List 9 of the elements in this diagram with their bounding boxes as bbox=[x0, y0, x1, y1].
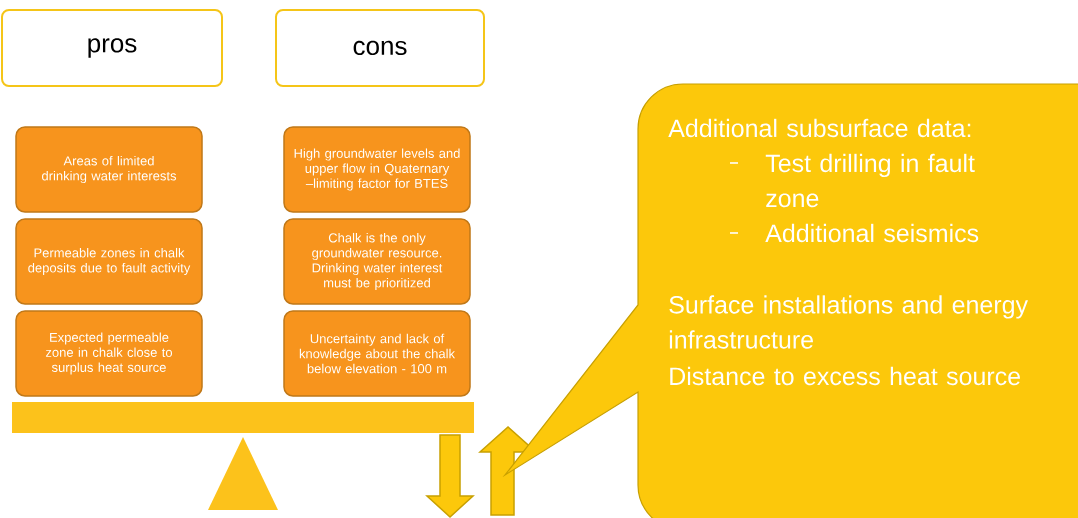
header-box: cons bbox=[275, 9, 485, 87]
text-card: Uncertainty and lack of knowledge about the chalk below elevation - 100 m bbox=[283, 310, 471, 397]
text-card: Areas of limited drinking water interests bbox=[15, 126, 203, 213]
text-card: Permeable zones in chalk deposits due to fault activity bbox=[15, 218, 203, 305]
header-box: pros bbox=[1, 9, 223, 87]
text-card: Expected permeable zone in chalk close to surplus heat source bbox=[15, 310, 203, 397]
text-card: Chalk is the only groundwater resource. Drinking water interest must be prioritized bbox=[283, 218, 471, 305]
text-card: High groundwater levels and upper flow in Quaternary –limiting factor for BTES bbox=[283, 126, 471, 213]
speech-bubble: Additional subsurface data: Test drilling in fault zone Additional seismics Surface installations and energy infrastructure Distance to excess heat source bbox=[504, 83, 1078, 518]
